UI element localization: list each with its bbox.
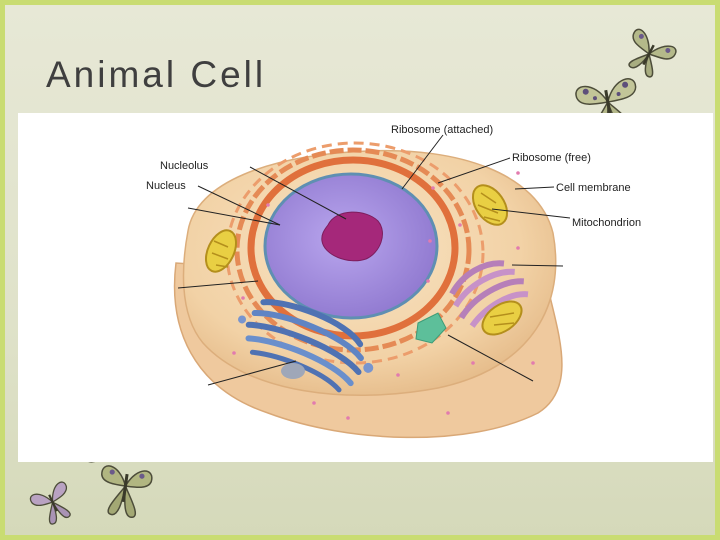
label-ribosome-free: Ribosome (free): [512, 152, 591, 164]
leader-line: [514, 186, 555, 190]
label-nucleus: Nucleus: [146, 180, 186, 192]
nucleolus-shape: [321, 211, 383, 262]
label-cell-membrane: Cell membrane: [556, 182, 631, 194]
leader-line: [401, 134, 444, 190]
leader-line: [511, 264, 564, 267]
vesicle: [281, 363, 305, 379]
leader-line: [177, 280, 259, 289]
butterfly-icon: [29, 481, 71, 525]
smooth-er: [449, 260, 529, 328]
centriole: [415, 312, 447, 344]
butterfly-icon: [101, 465, 153, 519]
label-ribosome-attached: Ribosome (attached): [391, 124, 493, 136]
mitochondrion-shape: [204, 229, 238, 273]
butterfly-icon: [628, 28, 677, 78]
slide-title: Animal Cell: [46, 54, 267, 95]
cell-illustration: Nucleolus Nucleus Ribosome (attached) Ri…: [146, 124, 641, 439]
mitochondrion-shape: [481, 300, 523, 336]
label-nucleolus: Nucleolus: [160, 160, 209, 172]
mitochondrion-shape: [471, 184, 509, 226]
leader-line: [447, 334, 534, 382]
leader-line: [207, 360, 297, 386]
label-mitochondrion: Mitochondrion: [572, 217, 641, 229]
leader-line: [249, 166, 347, 220]
cell-diagram: Nucleolus Nucleus Ribosome (attached) Ri…: [18, 113, 713, 462]
leader-line: [437, 157, 511, 184]
leader-line: [197, 185, 281, 226]
leader-line: [187, 207, 281, 226]
free-ribosomes: [232, 171, 535, 420]
leader-line: [491, 208, 571, 219]
